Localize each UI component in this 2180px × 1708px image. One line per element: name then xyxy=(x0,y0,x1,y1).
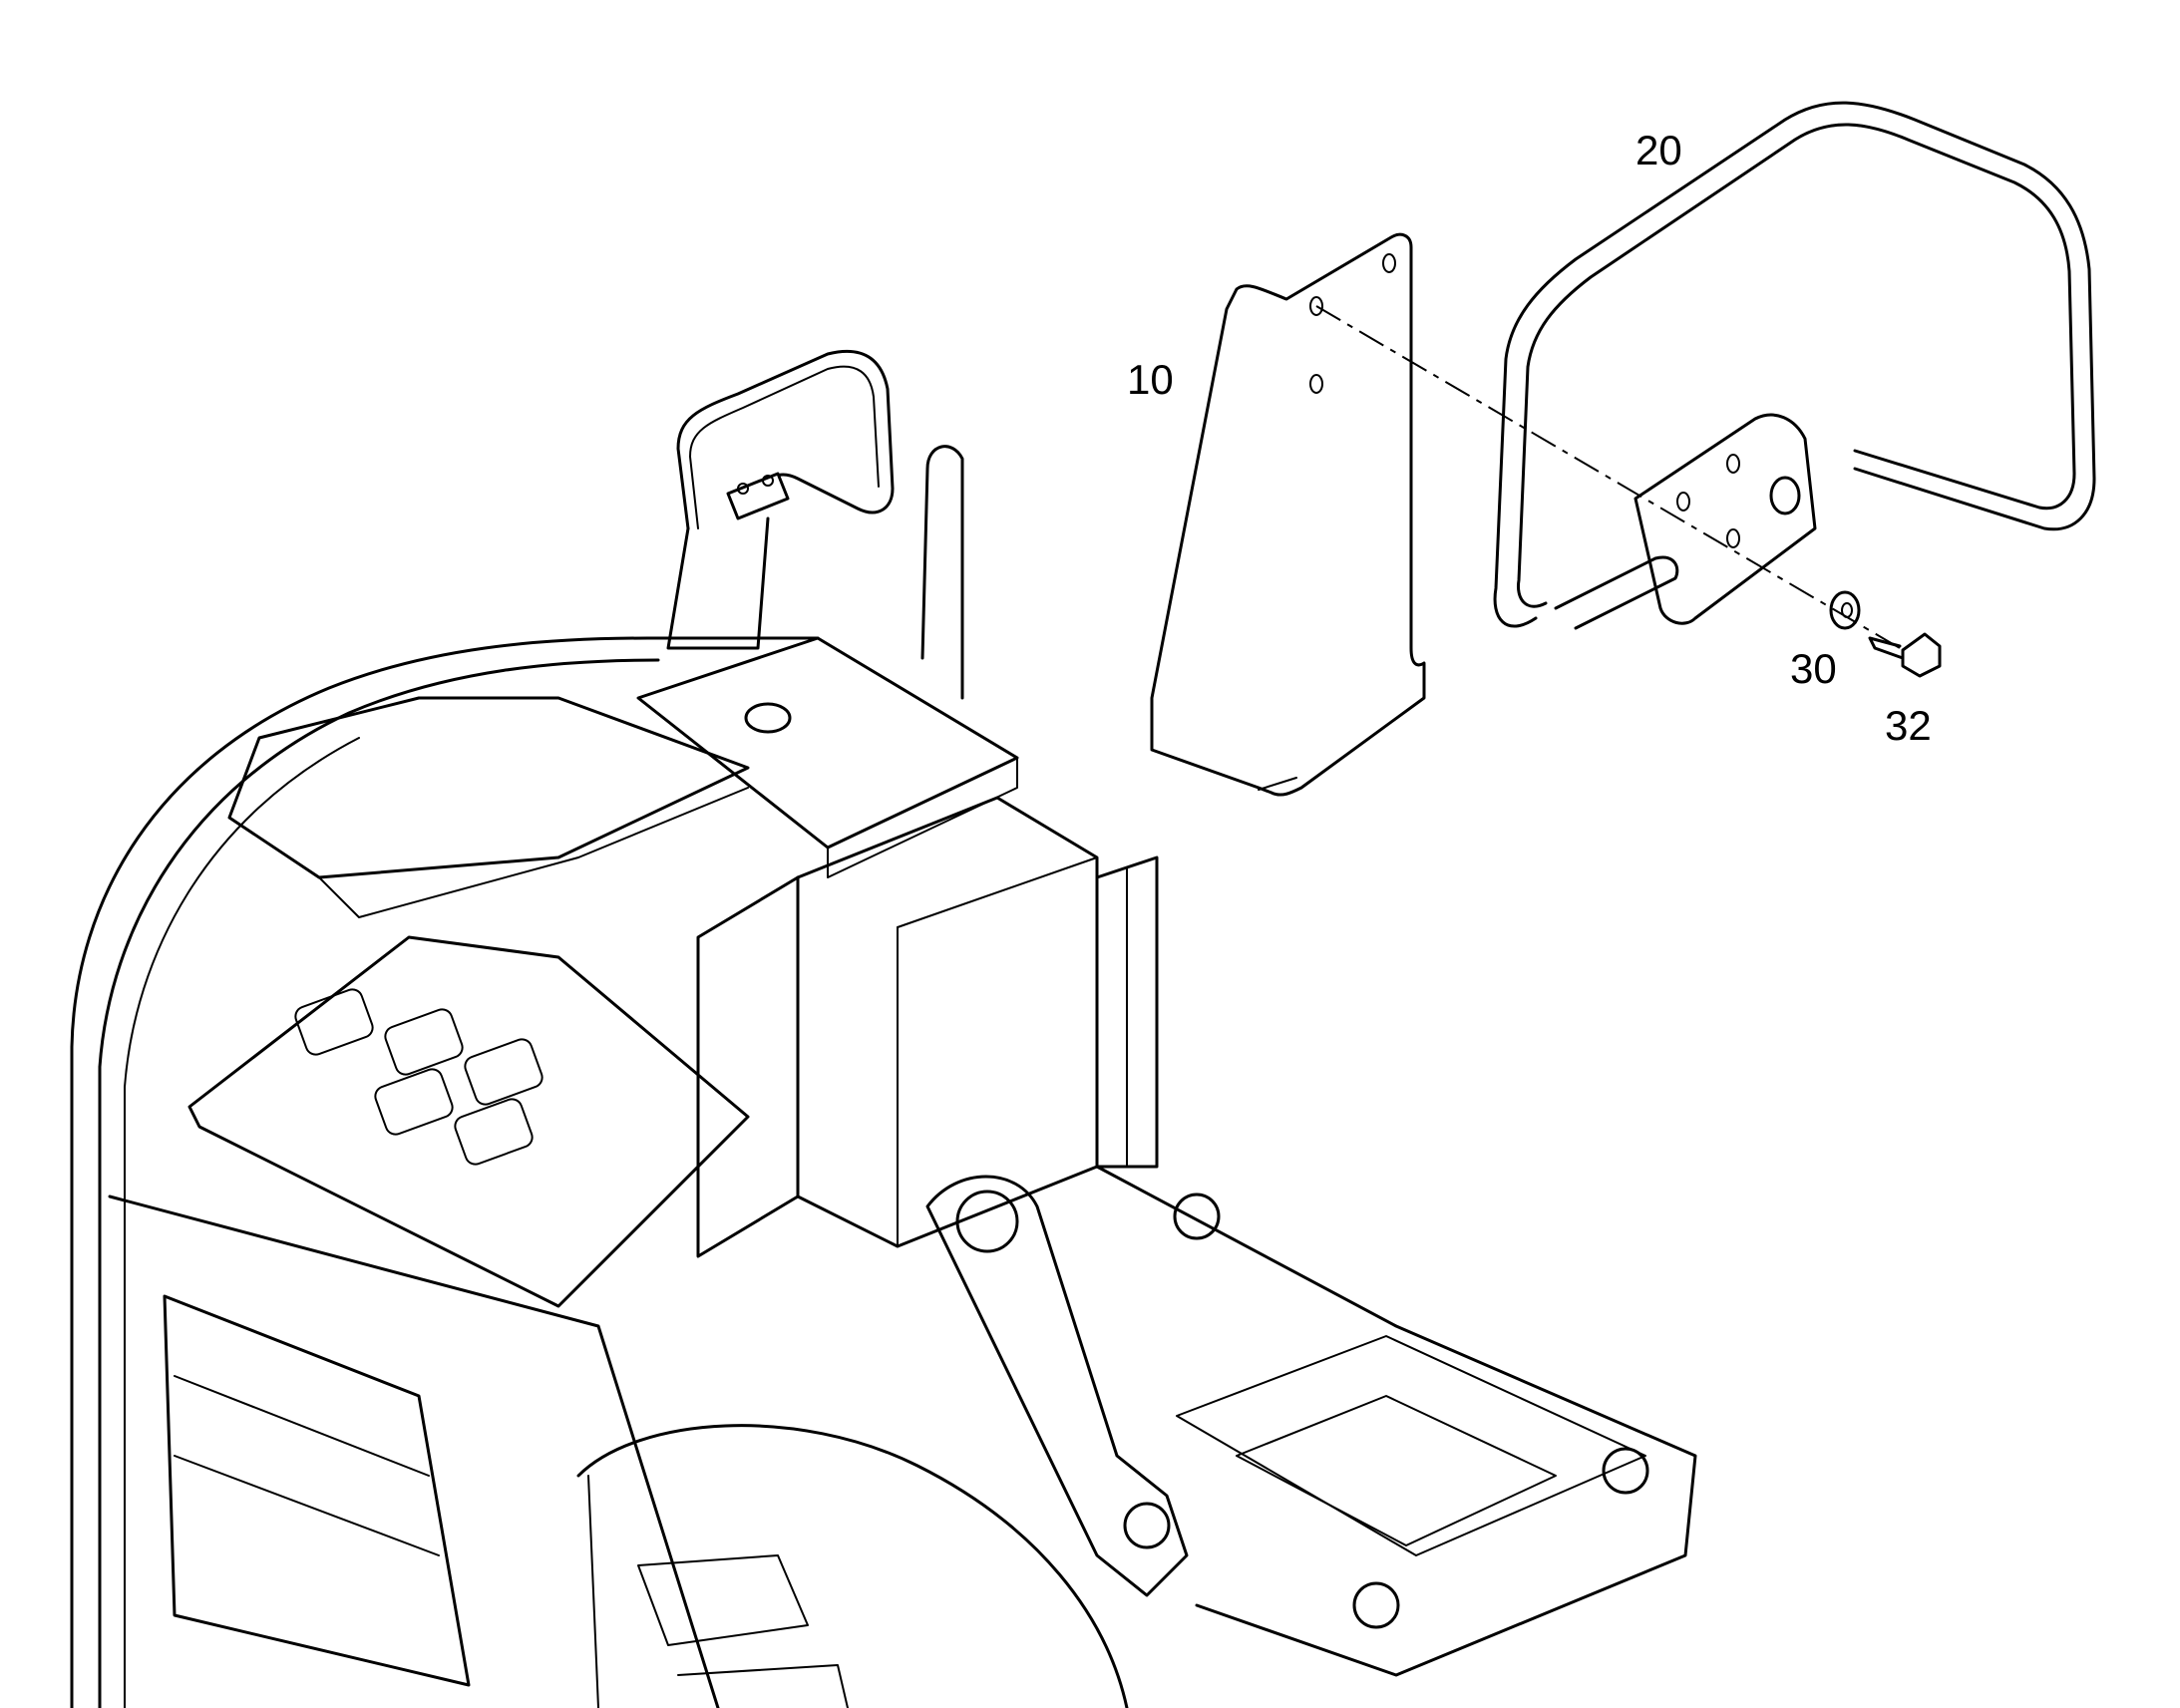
callout-20: 20 xyxy=(1635,127,1682,173)
assembly-centerline xyxy=(1315,305,1901,649)
part-10-bracket xyxy=(1150,232,1426,797)
installed-handrail xyxy=(666,349,964,700)
part-32-bolt xyxy=(1868,632,1942,678)
mount-boss xyxy=(1769,476,1801,515)
callout-30: 30 xyxy=(1790,645,1837,692)
filler-cap xyxy=(744,702,792,734)
machine-body xyxy=(70,636,1697,1708)
callout-32: 32 xyxy=(1885,702,1932,749)
callout-10: 10 xyxy=(1127,356,1174,403)
part-20-handrail xyxy=(1493,101,2096,630)
